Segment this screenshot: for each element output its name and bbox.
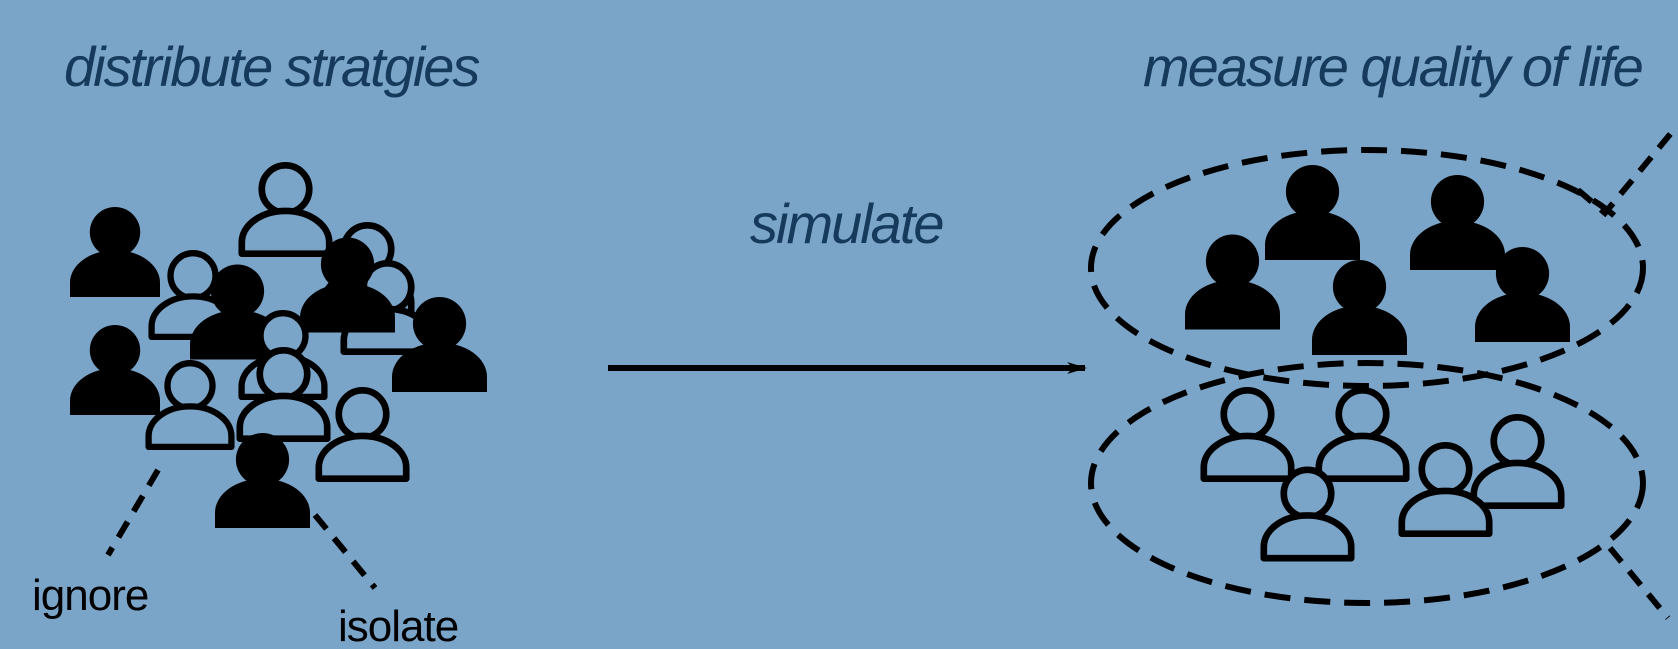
person-outline-icon: [242, 165, 329, 253]
lower-callout-line: [1607, 546, 1671, 620]
mixed-crowd: [70, 165, 487, 528]
person-outline-icon: [319, 390, 406, 478]
upper-checkmark: [1576, 130, 1675, 218]
outline-group-ellipse: [1088, 360, 1646, 606]
person-outline-icon: [1319, 390, 1406, 478]
person-outline-icon: [1474, 417, 1561, 505]
person-filled-icon: [1265, 165, 1360, 260]
person-filled-icon: [70, 325, 160, 415]
left-title: distribute stratgies: [64, 35, 479, 98]
filled-group-ellipse: [1088, 147, 1646, 389]
right-title: measure quality of life: [1143, 35, 1643, 98]
person-outline-icon: [149, 363, 232, 447]
isolate-callout-line: [312, 513, 378, 590]
isolate-label: isolate: [338, 602, 458, 649]
outline-group: [1204, 390, 1561, 558]
person-filled-icon: [1312, 260, 1407, 355]
person-filled-icon: [70, 207, 160, 297]
filled-group: [1185, 165, 1570, 355]
person-filled-icon: [1410, 175, 1505, 270]
person-outline-icon: [1264, 470, 1351, 558]
person-outline-icon: [1204, 390, 1291, 478]
arrow-label: simulate: [750, 192, 943, 255]
ignore-label: ignore: [32, 571, 148, 620]
ignore-callout-line: [105, 468, 161, 557]
